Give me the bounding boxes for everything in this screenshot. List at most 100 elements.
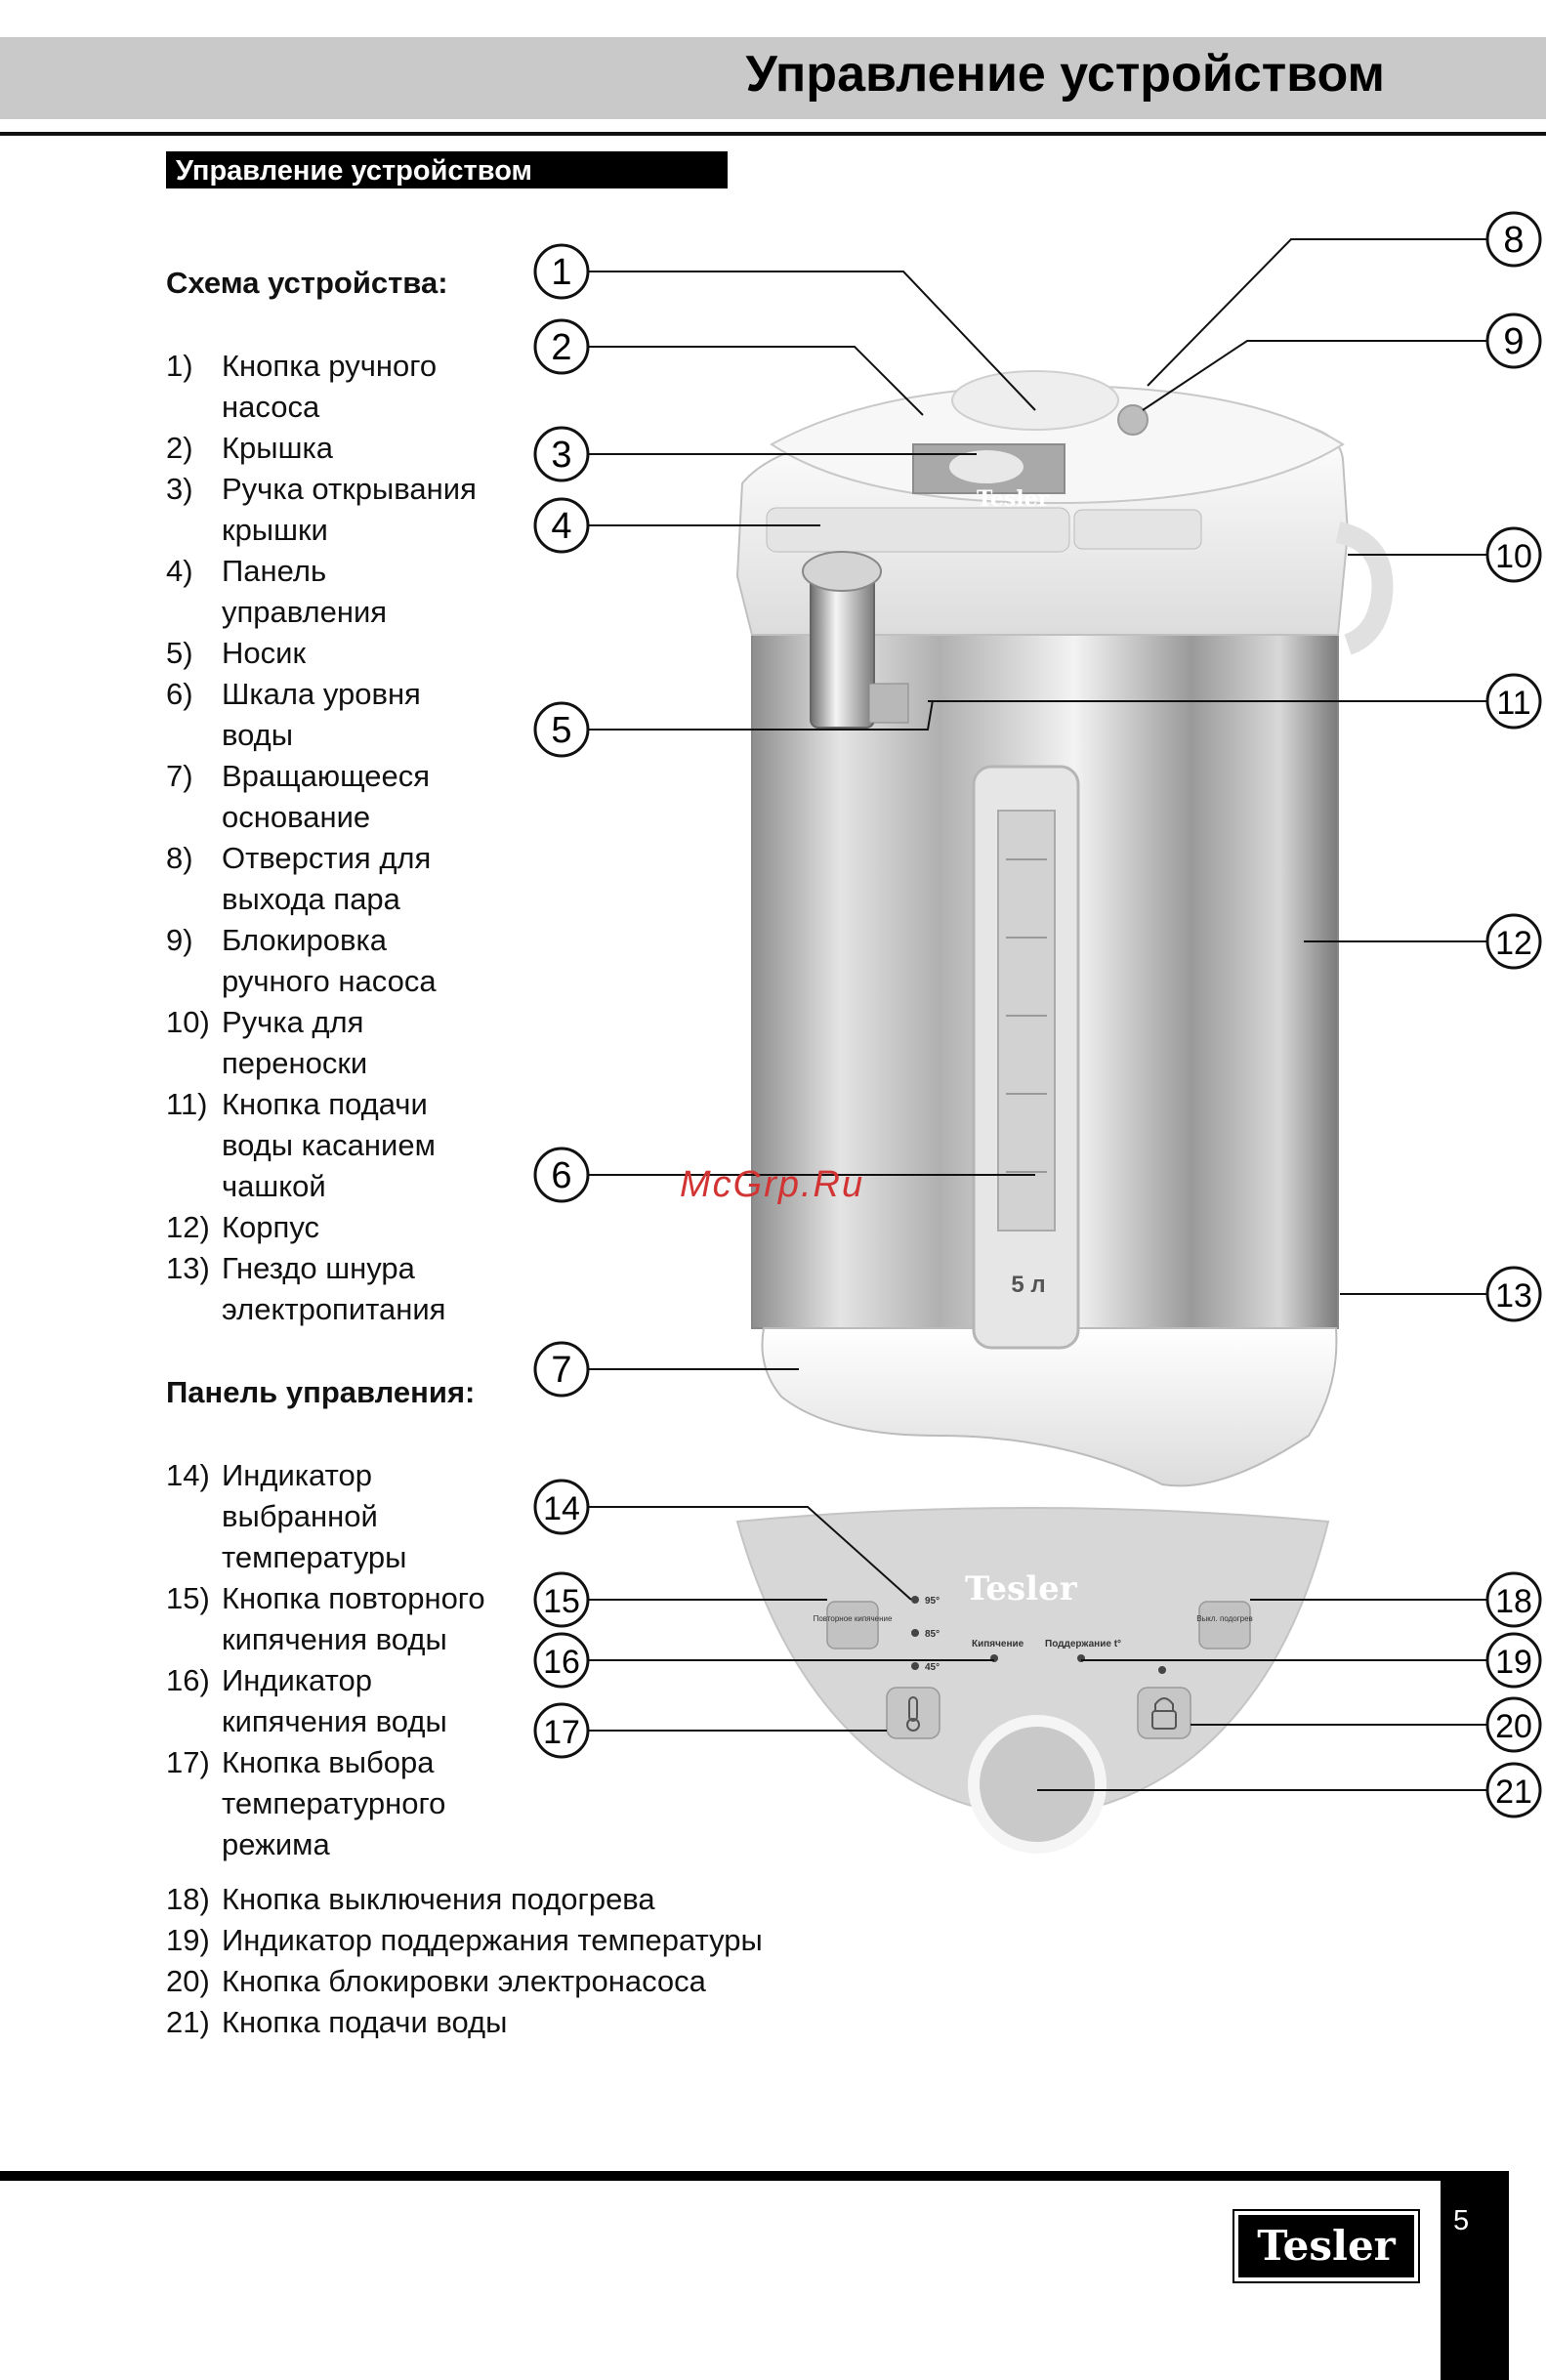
- list-item: 9)Блокировка ручного насоса: [166, 923, 437, 998]
- svg-text:2: 2: [551, 327, 571, 368]
- svg-text:21: 21: [1495, 1774, 1532, 1811]
- callout-21: 21: [1485, 1762, 1542, 1818]
- svg-text:4: 4: [551, 506, 571, 547]
- lock-icon: [1151, 1697, 1177, 1730]
- scheme-list: 1)Кнопка ручного насоса 2)Крышка 3)Ручка…: [166, 346, 498, 1330]
- pump-lock-button[interactable]: [1137, 1687, 1191, 1739]
- reboil-button-label: Повторное кипячение: [814, 1614, 893, 1623]
- scheme-heading: Схема устройства:: [166, 266, 448, 300]
- callout-13: 13: [1485, 1266, 1542, 1322]
- list-item: 18)Кнопка выключения подогрева: [166, 1882, 655, 1916]
- svg-text:14: 14: [543, 1490, 580, 1527]
- callout-6: 6: [533, 1147, 590, 1203]
- section-title-bar: Управление устройством: [166, 151, 728, 188]
- water-dispense-button[interactable]: [968, 1715, 1107, 1854]
- section-title: Управление устройством: [176, 155, 532, 187]
- callout-14: 14: [533, 1479, 590, 1535]
- svg-text:12: 12: [1495, 925, 1532, 962]
- list-item: 14)Индикатор выбранной температуры: [166, 1458, 407, 1574]
- indicator-45: [911, 1662, 919, 1670]
- list-item: 4)Панель управления: [166, 554, 388, 629]
- svg-text:17: 17: [543, 1714, 580, 1751]
- thermometer-icon: [906, 1696, 920, 1732]
- list-item: 5)Носик: [166, 636, 307, 670]
- list-item: 16)Индикатор кипячения воды: [166, 1663, 447, 1738]
- page-number: 5: [1453, 2205, 1470, 2236]
- callout-15: 15: [533, 1571, 590, 1628]
- callout-16: 16: [533, 1632, 590, 1689]
- svg-text:7: 7: [551, 1350, 571, 1391]
- volume-label: 5 л: [1011, 1272, 1045, 1298]
- panel-list: 14)Индикатор выбранной температуры 15)Кн…: [166, 1455, 498, 1865]
- temperature-select-button[interactable]: [886, 1687, 940, 1739]
- heat-off-button-label: Выкл. подогрев: [1196, 1614, 1253, 1623]
- callout-9: 9: [1485, 313, 1542, 369]
- callout-7: 7: [533, 1341, 590, 1398]
- callout-2: 2: [533, 318, 590, 375]
- callout-10: 10: [1485, 526, 1542, 583]
- lock-indicator: [1158, 1666, 1166, 1674]
- callout-17: 17: [533, 1702, 590, 1759]
- svg-text:5: 5: [551, 710, 571, 751]
- callout-3: 3: [533, 426, 590, 482]
- indicator-95: [911, 1596, 919, 1604]
- list-item: 21)Кнопка подачи воды: [166, 2005, 508, 2039]
- reboil-button[interactable]: [826, 1601, 879, 1649]
- callout-1: 1: [533, 243, 590, 300]
- callouts: 1 2 3 4 5 6 7 8 9 10 11 12 13 14 15 16 1…: [533, 211, 1542, 1818]
- list-item: 12)Корпус: [166, 1210, 319, 1244]
- svg-text:18: 18: [1495, 1583, 1532, 1620]
- kettle-illustration: 5 л Tesler: [735, 370, 1394, 1487]
- list-item: 2)Крышка: [166, 431, 333, 465]
- heat-off-button[interactable]: [1198, 1601, 1251, 1649]
- header-band: [0, 37, 1546, 119]
- temp-85-label: 85°: [925, 1629, 940, 1640]
- callout-20: 20: [1485, 1696, 1542, 1753]
- panel-list-continued: 18)Кнопка выключения подогрева 19)Индика…: [166, 1879, 908, 2043]
- keep-warm-label: Поддержание t°: [1045, 1639, 1121, 1649]
- svg-text:11: 11: [1496, 685, 1530, 722]
- callout-11: 11: [1485, 673, 1542, 730]
- callout-12: 12: [1485, 913, 1542, 970]
- callout-8: 8: [1485, 211, 1542, 268]
- list-item: 15)Кнопка повторного кипячения воды: [166, 1581, 485, 1656]
- svg-text:16: 16: [543, 1644, 580, 1681]
- list-item: 17)Кнопка выбора температурного режима: [166, 1745, 446, 1861]
- svg-text:1: 1: [551, 252, 571, 293]
- svg-text:10: 10: [1495, 538, 1532, 575]
- svg-text:9: 9: [1503, 321, 1524, 362]
- list-item: 19)Индикатор поддержания температуры: [166, 1923, 763, 1957]
- brand-logo: Tesler: [1238, 2215, 1414, 2277]
- list-item: 1)Кнопка ручного насоса: [166, 349, 438, 424]
- list-item: 20)Кнопка блокировки электронасоса: [166, 1964, 706, 1998]
- panel-heading: Панель управления:: [166, 1375, 476, 1409]
- svg-text:6: 6: [551, 1155, 571, 1196]
- svg-text:13: 13: [1495, 1277, 1532, 1315]
- svg-text:3: 3: [551, 435, 571, 476]
- control-panel-illustration: Tesler Повторное кипячение Выкл. подогре…: [735, 1507, 1330, 1854]
- header-divider: [0, 132, 1546, 136]
- list-item: 3)Ручка открывания крышки: [166, 472, 477, 547]
- leader-lines: [586, 238, 1489, 1791]
- callout-4: 4: [533, 497, 590, 554]
- footer-side-bar: [1441, 2171, 1509, 2380]
- svg-text:15: 15: [543, 1583, 580, 1620]
- callout-18: 18: [1485, 1571, 1542, 1628]
- list-item: 8)Отверстия для выхода пара: [166, 841, 432, 916]
- temp-95-label: 95°: [925, 1596, 940, 1607]
- watermark: McGrp.Ru: [680, 1164, 865, 1205]
- list-item: 7)Вращающееся основание: [166, 759, 431, 834]
- list-item: 13)Гнездо шнура электропитания: [166, 1251, 446, 1326]
- temp-45-label: 45°: [925, 1662, 940, 1673]
- callout-19: 19: [1485, 1632, 1542, 1689]
- list-item: 6)Шкала уровня воды: [166, 677, 421, 752]
- page-title: Управление устройством: [745, 46, 1385, 103]
- svg-text:19: 19: [1495, 1644, 1532, 1681]
- panel-brand: Tesler: [965, 1569, 1078, 1608]
- svg-text:20: 20: [1495, 1708, 1532, 1745]
- callout-5: 5: [533, 701, 590, 758]
- list-item: 11)Кнопка подачи воды касанием чашкой: [166, 1087, 436, 1203]
- boiling-label: Кипячение: [972, 1639, 1024, 1649]
- indicator-85: [911, 1629, 919, 1637]
